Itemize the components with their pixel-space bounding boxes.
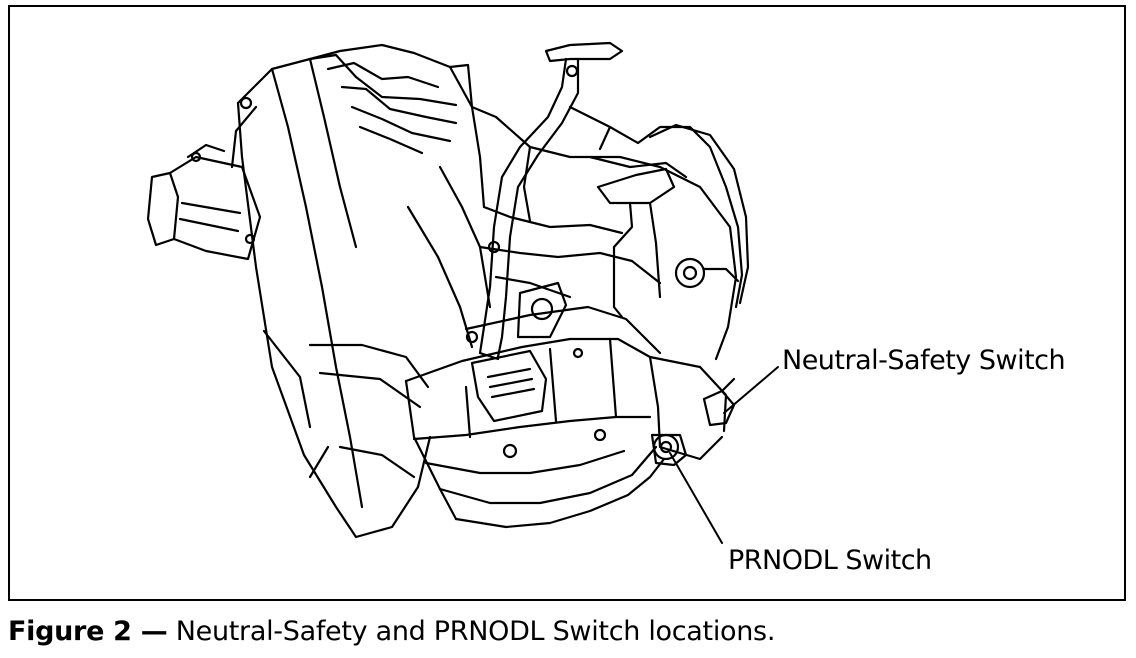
neutral-safety-leader-line: [723, 366, 779, 414]
figure-frame: Neutral-Safety Switch PRNODL Switch: [8, 5, 1126, 601]
transmission-illustration: [146, 41, 779, 544]
caption-text: Neutral-Safety and PRNODL Switch locatio…: [167, 616, 776, 647]
neutral-safety-switch-label: Neutral-Safety Switch: [782, 345, 1066, 376]
transmission-case: [406, 105, 738, 361]
left-axle-stub: [146, 143, 262, 261]
bellhousing: [230, 43, 486, 539]
figure-caption: Figure 2 — Neutral-Safety and PRNODL Swi…: [8, 616, 775, 647]
solenoid-connector: [470, 281, 568, 423]
prnodl-switch: [650, 433, 688, 467]
valve-body-cover: [404, 305, 728, 529]
figure-number: Figure 2 —: [8, 616, 168, 647]
prnodl-leader-line: [669, 452, 723, 544]
dipstick-tube: [478, 41, 624, 361]
prnodl-switch-label: PRNODL Switch: [728, 545, 932, 576]
shift-linkage: [568, 105, 750, 319]
neutral-safety-switch: [702, 377, 736, 427]
